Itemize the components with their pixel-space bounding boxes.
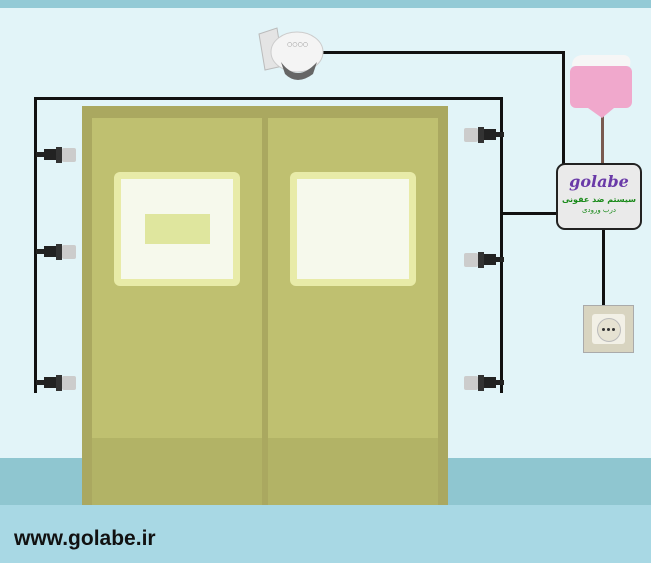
spray-nozzle-icon: [36, 375, 76, 391]
door-left-panel: [92, 118, 262, 505]
ceiling-strip: [0, 0, 651, 8]
spray-nozzle-icon: [464, 127, 504, 143]
disinfectant-dispenser-icon: [570, 55, 632, 118]
dispenser-tube: [601, 116, 604, 164]
controller-box: golabe سیستم ضد عفونی درب ورودی: [556, 163, 642, 230]
svg-text:○○○○: ○○○○: [287, 41, 308, 48]
footer-band: www.golabe.ir: [0, 505, 651, 563]
door-window-left: [114, 172, 240, 286]
controller-brand: golabe: [569, 172, 629, 191]
wire-left: [34, 97, 37, 393]
controller-title: سیستم ضد عفونی: [561, 195, 637, 204]
wire-controller: [500, 212, 557, 215]
spray-nozzle-icon: [36, 147, 76, 163]
wire-top: [34, 97, 503, 100]
power-outlet-icon: [583, 305, 634, 353]
controller-subtitle: درب ورودی: [581, 206, 617, 214]
website-url: www.golabe.ir: [14, 527, 156, 550]
spray-nozzle-icon: [36, 244, 76, 260]
spray-nozzle-icon: [464, 252, 504, 268]
door-right-panel: [268, 118, 438, 505]
wire-sensor: [322, 51, 565, 54]
motion-sensor-icon: ○○○○: [258, 27, 324, 80]
wire-outlet: [602, 228, 605, 306]
door-plate: [145, 214, 210, 244]
wire-right: [500, 97, 503, 393]
spray-nozzle-icon: [464, 375, 504, 391]
door-window-right: [290, 172, 416, 286]
